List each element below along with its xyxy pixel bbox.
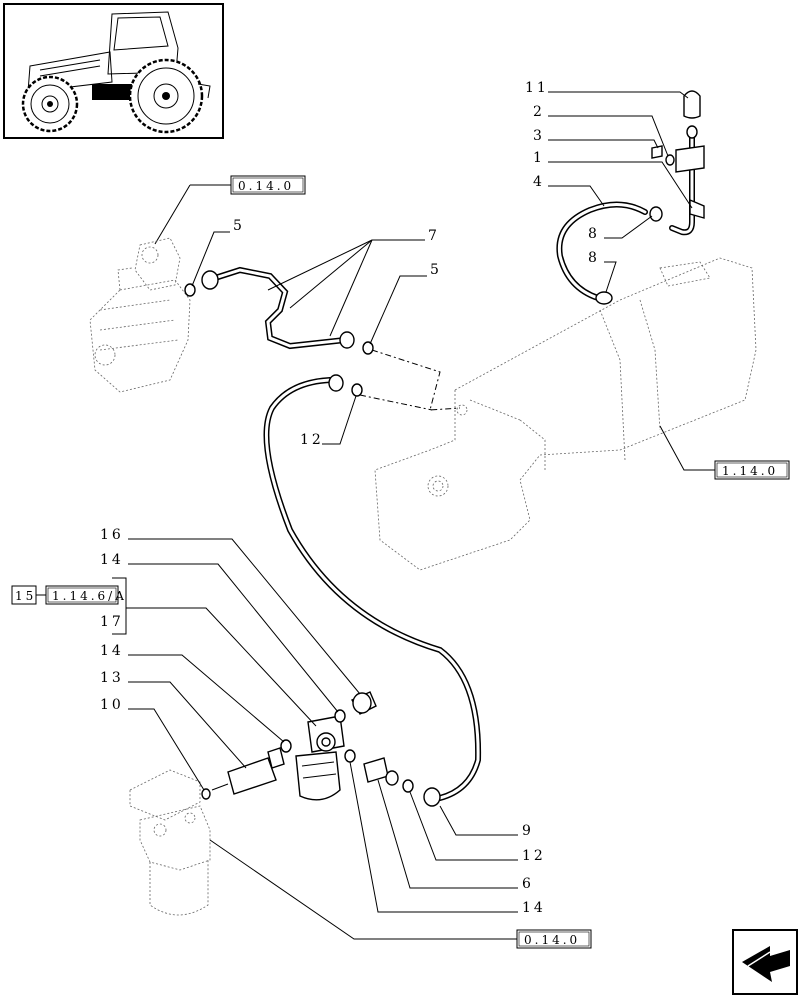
next-page-arrow-icon[interactable] xyxy=(732,929,798,995)
fuel-pipe-9 xyxy=(263,374,482,807)
callout-16: 16 xyxy=(100,527,124,543)
washer-12-upper xyxy=(351,383,363,397)
return-pipe-assembly xyxy=(556,90,705,305)
callout-4: 4 xyxy=(533,174,545,190)
reference-label: 0.14.0 xyxy=(524,933,580,947)
fuel-tank-outline xyxy=(374,257,757,571)
injection-pump-outline xyxy=(89,237,191,393)
reference-label: 0.14.0 xyxy=(238,179,294,193)
fuel-filter-assembly xyxy=(201,691,414,801)
callout-5b: 5 xyxy=(430,262,442,278)
callout-10: 10 xyxy=(100,697,124,713)
reference-label: 1.14.0 xyxy=(722,464,778,478)
callout-1: 1 xyxy=(533,150,545,166)
reference-box-filter-housing[interactable]: 0.14.0 xyxy=(516,929,592,949)
fuel-pipe-7 xyxy=(201,266,355,350)
callout-6: 6 xyxy=(522,876,534,892)
washer-5-right xyxy=(362,341,374,355)
reference-box-injection-pump[interactable]: 0.14.0 xyxy=(230,175,306,195)
callout-2: 2 xyxy=(533,104,545,120)
callout-7: 7 xyxy=(428,228,440,244)
callout-14b: 14 xyxy=(100,643,124,659)
reference-box-fuel-tank[interactable]: 1.14.0 xyxy=(714,460,790,480)
callout-5a: 5 xyxy=(233,218,245,234)
callout-17: 17 xyxy=(100,614,124,630)
callout-13: 13 xyxy=(100,670,124,686)
reference-label: 1.14.6/A xyxy=(52,589,127,603)
callout-14c: 14 xyxy=(522,900,546,916)
callout-11: 11 xyxy=(525,80,549,96)
callout-12a: 12 xyxy=(300,432,324,448)
callout-12b: 12 xyxy=(522,848,546,864)
reference-box-15[interactable]: 15 1.14.6/A xyxy=(11,585,127,605)
washer-5-left xyxy=(184,283,196,297)
tractor-thumbnail-icon xyxy=(3,3,224,139)
callout-15: 15 xyxy=(15,589,36,603)
callout-8a: 8 xyxy=(588,226,600,242)
callout-3: 3 xyxy=(533,128,545,144)
callout-8b: 8 xyxy=(588,250,600,266)
callout-14a: 14 xyxy=(100,552,124,568)
callout-9: 9 xyxy=(522,823,534,839)
filter-housing-outline xyxy=(129,769,211,916)
